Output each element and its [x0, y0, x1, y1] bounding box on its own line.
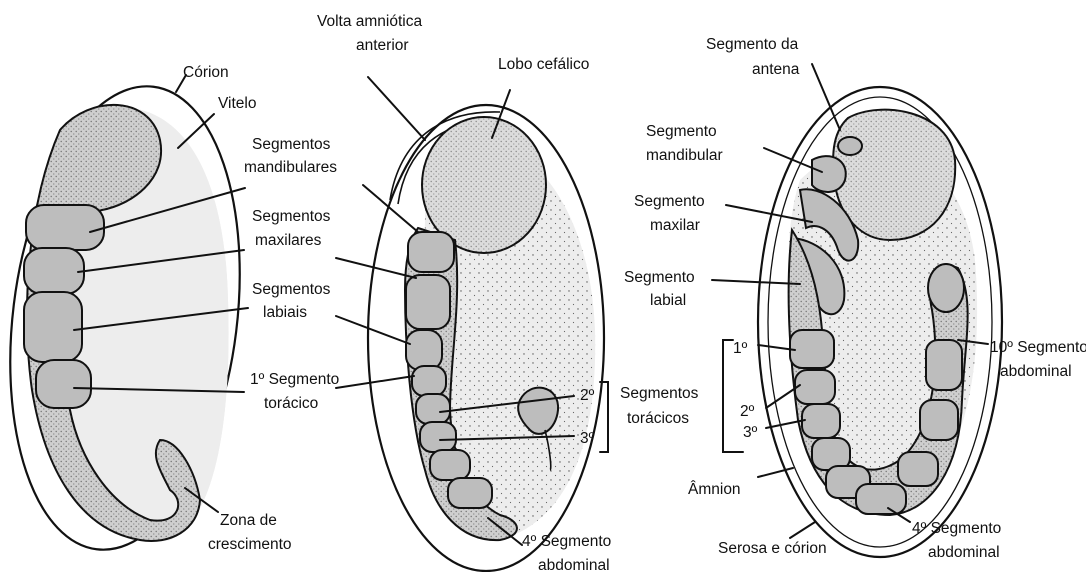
label-antena-1: Segmento da	[706, 36, 799, 53]
label-seg-maxilares-1: Segmentos	[252, 208, 331, 225]
label-toracico-2: torácico	[264, 395, 318, 412]
embryo-3-abdominal-segment	[926, 340, 962, 390]
label-num-3b: 3º	[743, 424, 758, 441]
embryo-1-labial-segment	[24, 292, 82, 362]
label-volta-2: anterior	[356, 37, 409, 54]
embryo-2-segment	[406, 275, 450, 329]
label-toracico-1: 1º Segmento	[250, 371, 339, 388]
embryo-3-mandibular-segment	[812, 156, 846, 192]
label-seg-labiais-1: Segmentos	[252, 281, 331, 298]
label-abdominal4-2: abdominal	[538, 557, 610, 572]
label-num-1: 1º	[733, 340, 748, 357]
label-abdominal4b-1: 4º Segmento	[912, 520, 1001, 537]
label-maxilar-1: Segmento	[634, 193, 705, 210]
embryo-2-segment	[408, 232, 454, 272]
embryo-2-segment	[420, 422, 456, 452]
label-num-2: 2º	[580, 387, 595, 404]
label-seg10-1: 10º Segmento	[990, 339, 1086, 356]
embryo-1-maxillary-segment	[24, 248, 84, 294]
label-seg-toracicos-1: Segmentos	[620, 385, 699, 402]
embryo-1-mandibular-segment	[26, 205, 104, 250]
label-maxilar-2: maxilar	[650, 217, 700, 234]
label-seg10-2: abdominal	[1000, 363, 1072, 380]
label-seg-mandibulares-1: Segmentos	[252, 136, 331, 153]
label-serosa: Serosa e córion	[718, 540, 827, 557]
embryo-3-abdominal-segment	[898, 452, 938, 486]
label-corion: Córion	[183, 64, 229, 81]
embryo-2-segment	[416, 394, 450, 424]
embryo-3-thoracic-segment	[790, 330, 834, 368]
embryo-2-segment	[412, 366, 446, 396]
embryo-2: Volta amniótica anterior Lobo cefálico 2…	[317, 13, 699, 572]
embryo-2-segment	[406, 330, 442, 370]
embryo-3-thoracic-segment	[795, 370, 835, 404]
embryo-3-abdominal-segment	[856, 484, 906, 514]
embryo-3-thoracic-segment	[802, 404, 840, 438]
label-mandibular-2: mandibular	[646, 147, 723, 164]
label-mandibular-1: Segmento	[646, 123, 717, 140]
label-labial-2: labial	[650, 292, 686, 309]
label-zona-1: Zona de	[220, 512, 277, 529]
embryo-3: Segmento da antena Segmento mandibular S…	[624, 36, 1086, 561]
label-seg-mandibulares-2: mandibulares	[244, 159, 337, 176]
label-num-3: 3º	[580, 430, 595, 447]
label-abdominal4b-2: abdominal	[928, 544, 1000, 561]
label-volta-1: Volta amniótica	[317, 13, 422, 30]
embryo-1: Córion Vitelo Segmentos mandibulares Seg…	[0, 64, 339, 563]
label-num-2b: 2º	[740, 403, 755, 420]
embryo-3-last-abdominal-segment	[928, 264, 964, 312]
label-labial-1: Segmento	[624, 269, 695, 286]
embryo-2-segment	[448, 478, 492, 508]
label-seg-toracicos-2: torácicos	[627, 410, 689, 427]
embryo-3-antenna	[838, 137, 862, 155]
embryo-1-thoracic-segment	[36, 360, 91, 408]
label-antena-2: antena	[752, 61, 800, 78]
label-seg-labiais-2: labiais	[263, 304, 307, 321]
label-amnion: Âmnion	[688, 481, 741, 498]
label-lobo: Lobo cefálico	[498, 56, 589, 73]
label-seg-maxilares-2: maxilares	[255, 232, 322, 249]
label-zona-2: crescimento	[208, 536, 292, 553]
embryo-2-segment	[430, 450, 470, 480]
label-vitelo: Vitelo	[218, 95, 257, 112]
label-abdominal4-1: 4º Segmento	[522, 533, 611, 550]
embryo-3-abdominal-segment	[920, 400, 958, 440]
